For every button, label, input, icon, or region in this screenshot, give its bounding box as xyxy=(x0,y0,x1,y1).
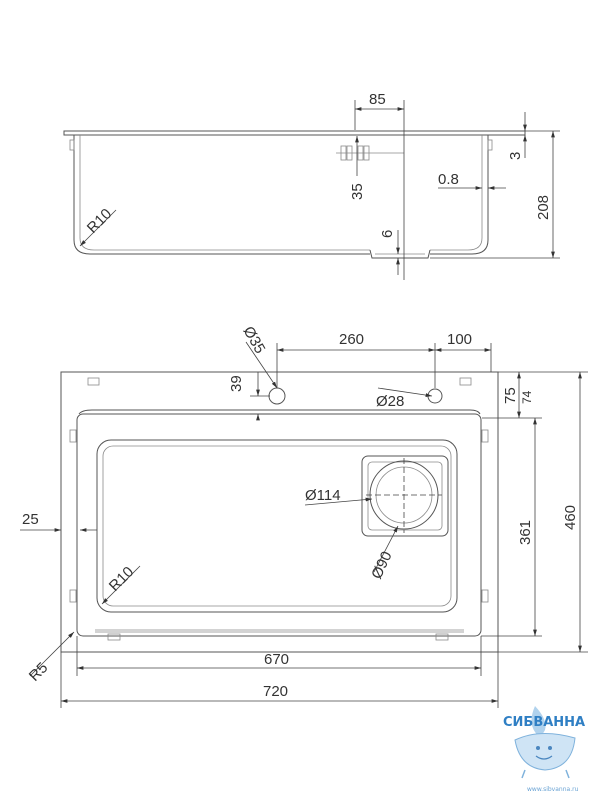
dim-25: 25 xyxy=(22,511,39,528)
brand-url: www.sibvanna.ru xyxy=(527,786,579,793)
dim-39: 39 xyxy=(228,375,245,392)
dim-100: 100 xyxy=(447,331,472,348)
side-view: 85 35 3 208 0.8 R10 6 xyxy=(63,91,560,280)
drain-assembly xyxy=(361,455,449,537)
brand-logo: СИБВАННА www.sibvanna.ru xyxy=(503,706,585,793)
dim-361: 361 xyxy=(517,520,534,545)
dim-0-8: 0.8 xyxy=(438,171,459,188)
dim-208: 208 xyxy=(535,195,552,220)
top-view: Ø35 260 100 39 Ø28 75 74 460 361 xyxy=(20,324,588,708)
dim-35-side: 35 xyxy=(349,183,366,200)
tap-hole-section xyxy=(336,145,404,161)
dim-74: 74 xyxy=(520,390,534,404)
dim-r10-top: R10 xyxy=(106,563,137,594)
tap-hole xyxy=(268,387,286,405)
dim-75: 75 xyxy=(502,387,519,404)
dim-d114: Ø114 xyxy=(305,487,341,504)
dim-85: 85 xyxy=(369,91,386,108)
dim-d35: Ø35 xyxy=(240,324,269,357)
dim-460: 460 xyxy=(562,505,579,530)
dim-670: 670 xyxy=(264,651,289,668)
dim-r10-side: R10 xyxy=(84,205,115,236)
dim-r5: R5 xyxy=(26,659,52,685)
dim-260: 260 xyxy=(339,331,364,348)
dim-6: 6 xyxy=(379,230,396,238)
dim-d28: Ø28 xyxy=(376,393,404,410)
dim-720: 720 xyxy=(263,683,288,700)
bathtub-mascot-icon xyxy=(514,706,576,779)
dim-d90: Ø90 xyxy=(368,549,395,582)
brand-name: СИБВАННА xyxy=(503,715,585,730)
dim-3: 3 xyxy=(507,152,524,160)
